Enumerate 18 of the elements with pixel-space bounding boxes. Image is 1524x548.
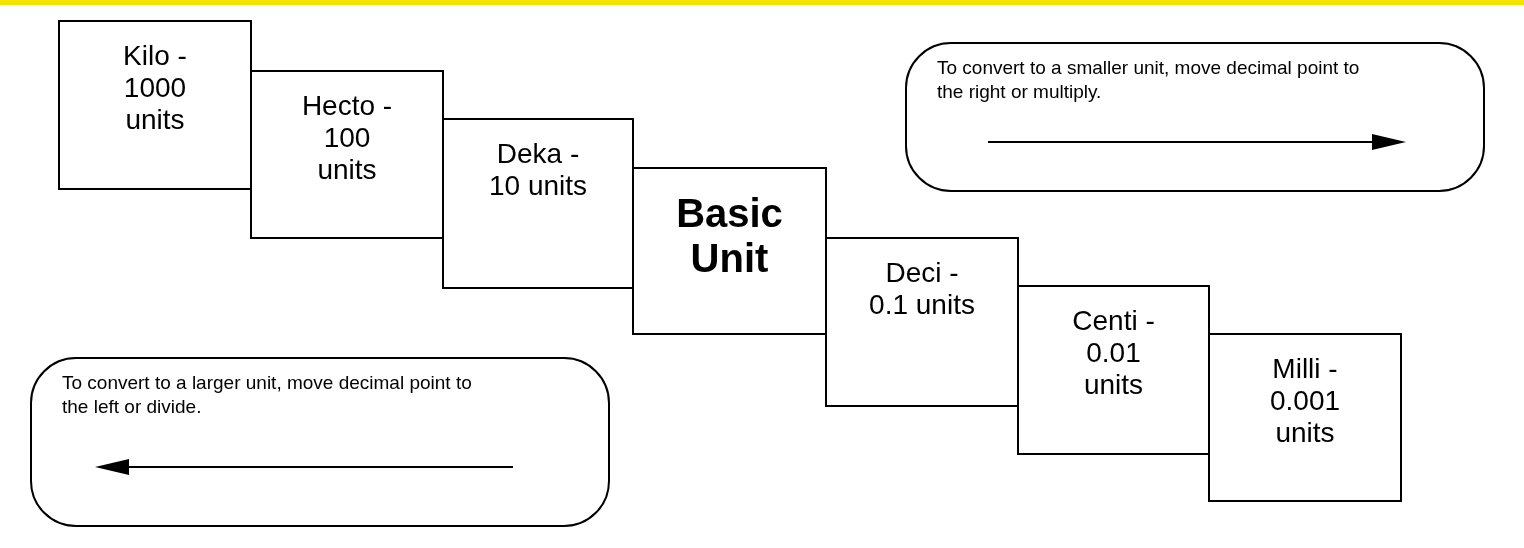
unit-box bbox=[58, 20, 252, 190]
prefix-label: Centi - 0.01 units bbox=[1071, 305, 1156, 401]
unit-box bbox=[1017, 285, 1210, 455]
note-box bbox=[30, 357, 610, 527]
note-text: To convert to a smaller unit, move decimal point to the right or multiply. bbox=[937, 56, 1361, 104]
unit-box bbox=[1208, 333, 1402, 502]
note-box bbox=[905, 42, 1485, 192]
unit-box bbox=[442, 118, 634, 289]
prefix-label: Deci - 0.1 units bbox=[868, 257, 976, 321]
prefix-label: Kilo - 1000 units bbox=[122, 40, 188, 136]
unit-box bbox=[825, 237, 1019, 407]
prefix-label: Milli - 0.001 units bbox=[1268, 353, 1342, 449]
base-unit-label: Basic Unit bbox=[675, 191, 784, 281]
prefix-label: Deka - 10 units bbox=[487, 138, 589, 202]
note-text: To convert to a larger unit, move decimal point to the left or divide. bbox=[62, 371, 473, 419]
unit-box bbox=[250, 70, 444, 239]
unit-box bbox=[632, 167, 827, 335]
prefix-label: Hecto - 100 units bbox=[300, 90, 394, 186]
